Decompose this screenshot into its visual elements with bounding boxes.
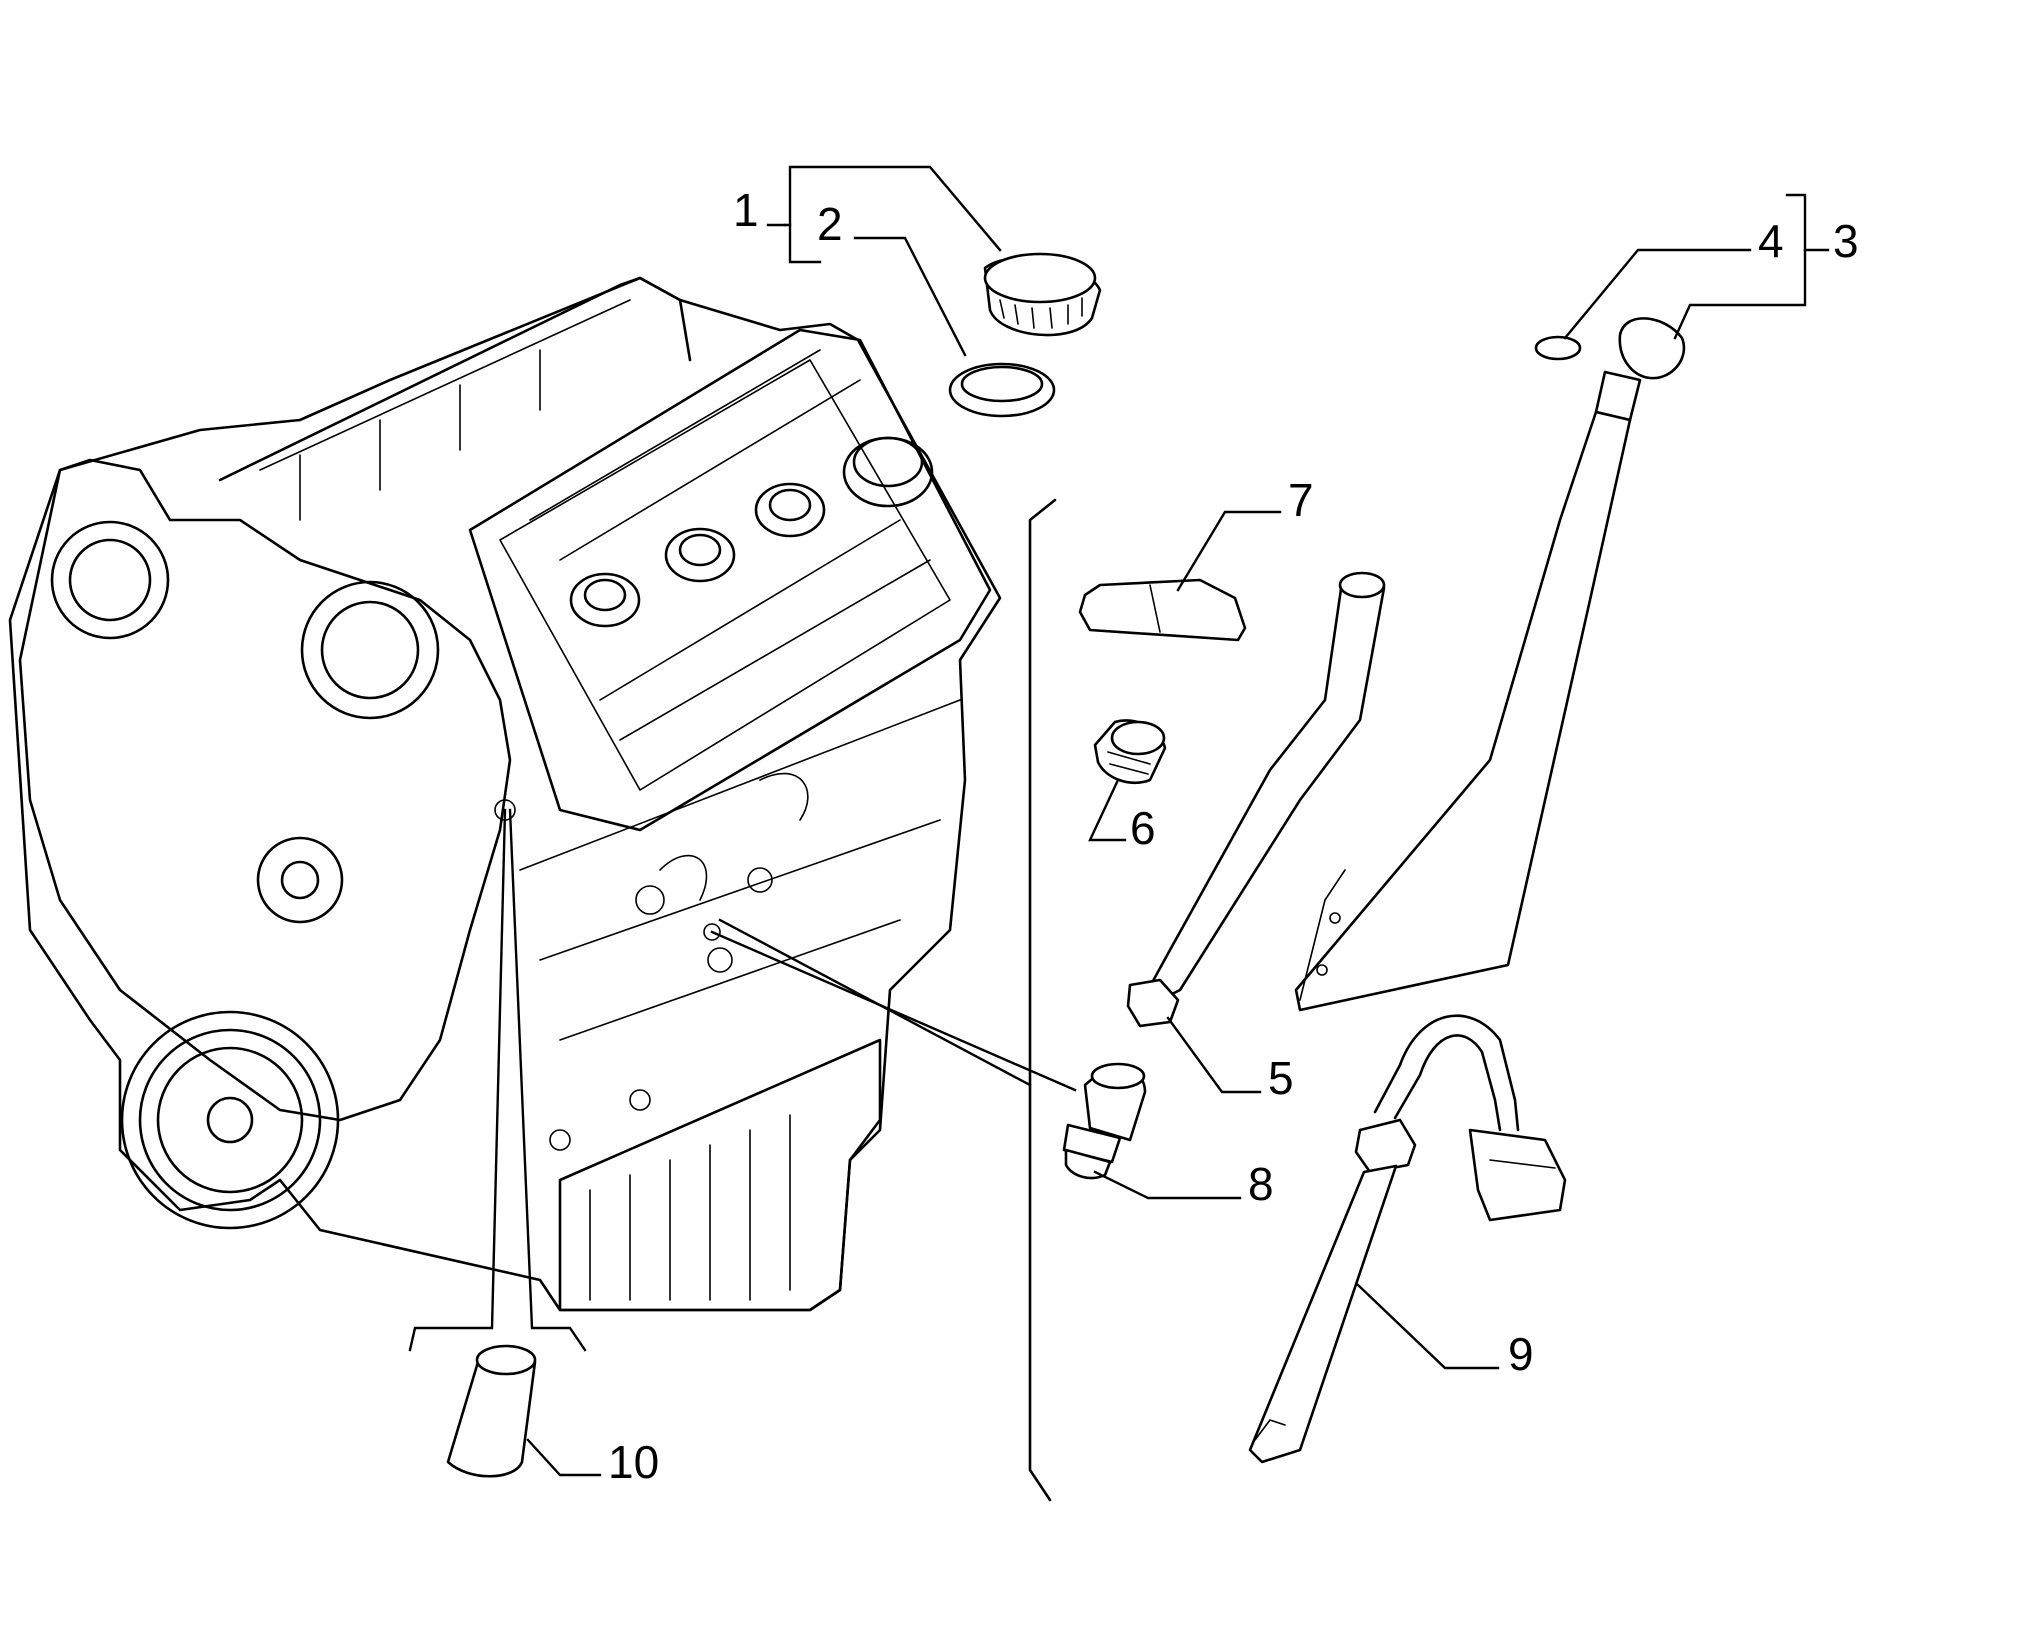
dipstick-icon <box>1294 317 1686 1012</box>
seal-ring-icon <box>948 362 1056 418</box>
oil-level-sensor-icon <box>1248 1014 1567 1464</box>
callout-8: 8 <box>1248 1158 1274 1210</box>
engine-block-icon <box>8 276 1002 1312</box>
callout-3: 3 <box>1833 215 1859 267</box>
separator-bracket <box>1028 498 1057 1502</box>
callout-2: 2 <box>817 198 843 250</box>
plug-icon <box>1093 719 1167 785</box>
callout-10: 10 <box>608 1436 659 1488</box>
callout-6: 6 <box>1130 802 1156 854</box>
cover-plate-icon <box>1078 578 1247 642</box>
callout-9: 9 <box>1508 1328 1534 1380</box>
oil-filler-cap-icon <box>983 252 1102 337</box>
o-ring-icon <box>1534 335 1582 361</box>
callout-4: 4 <box>1758 215 1784 267</box>
oil-filter-icon <box>446 1344 537 1478</box>
leader-lines <box>408 165 1830 1477</box>
pressure-sender-icon <box>1062 1062 1147 1180</box>
callout-7: 7 <box>1288 474 1314 526</box>
callout-5: 5 <box>1268 1052 1294 1104</box>
callout-1: 1 <box>733 184 759 236</box>
